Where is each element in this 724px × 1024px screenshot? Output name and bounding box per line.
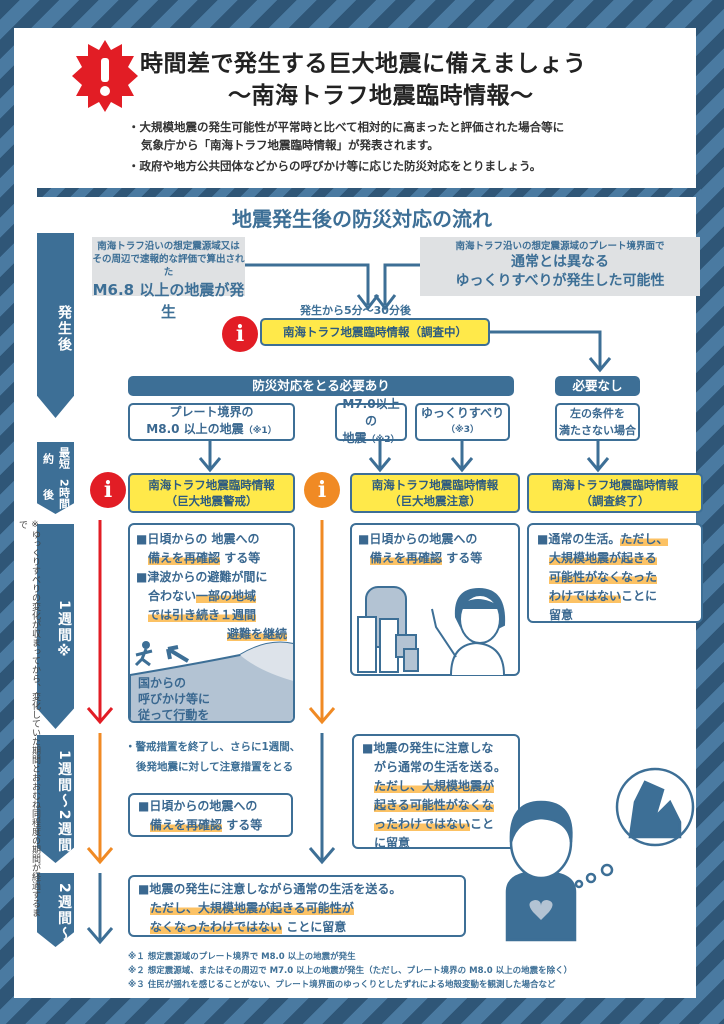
no-need-bar: 必要なし bbox=[555, 376, 640, 396]
arrow-caution-week1 bbox=[308, 520, 336, 725]
week3-box: ■地震の発生に注意しながら通常の生活を送る。ただし、大規模地震が起きる可能性が … bbox=[128, 875, 466, 937]
timeline-2-weeks-plus: 2週間～ bbox=[37, 873, 74, 947]
follow-instructions-note: 国からの呼びかけ等に従って行動を bbox=[138, 676, 211, 722]
week1-warning-box: ■日頃からの 地震への 備えを再確認 する等 ■津波からの避難が間に 合わない一… bbox=[128, 523, 295, 723]
intro-bullet-1a: ・大規模地震の発生可能性が平常時と比べて相対的に高まったと評価された場合等に bbox=[128, 120, 565, 134]
intro-bullet-1b: 気象庁から「南海トラフ地震臨時情報」が発表されます。 bbox=[141, 138, 439, 152]
title-line1: 時間差で発生する巨大地震に備えましょう bbox=[140, 51, 587, 77]
timing-label: 発生から5分～30分後 bbox=[300, 304, 411, 317]
section-title: 地震発生後の防災対応の流れ bbox=[232, 207, 492, 231]
arrow-cond1 bbox=[198, 440, 222, 473]
info-icon-red: i bbox=[222, 316, 258, 352]
condition-slow-slip: ゆっくりすべり（※3） bbox=[415, 403, 510, 441]
arrow-caution-week2 bbox=[308, 733, 336, 865]
footnote-3: ※３ 住民が揺れを感じることがない、プレート境界面のゆっくりとしたずれによる地殻… bbox=[128, 980, 556, 990]
arrow-warning-week1 bbox=[86, 520, 114, 725]
timeline-1-week: 1週間※ bbox=[37, 524, 74, 729]
emergency-supplies-person-illustration bbox=[357, 586, 506, 675]
arrow-right-trigger bbox=[373, 263, 420, 311]
info-icon-orange: i bbox=[304, 472, 340, 508]
week2-caution-box: ■地震の発生に注意しながら通常の生活を送る。 ただし、大規模地震が 起きる可能性… bbox=[352, 734, 520, 850]
footnote-2: ※２ 想定震源域、またはその周辺で M7.0 以上の地震が発生（ただし、プレート… bbox=[128, 966, 573, 976]
tsunami-evacuation-illustration bbox=[130, 641, 293, 721]
trigger-slow-slip-box: 南海トラフ沿いの想定震源域のプレート境界面で通常とは異なるゆっくりすべりが発生し… bbox=[420, 237, 700, 296]
alert-burst-icon bbox=[72, 40, 138, 112]
timeline-after-quake: 発生後 bbox=[37, 233, 74, 418]
arrow-cond3 bbox=[450, 440, 474, 473]
title-line2: ～南海トラフ地震臨時情報～ bbox=[228, 83, 534, 109]
arrow-cond4 bbox=[586, 440, 610, 473]
divider-stripe bbox=[37, 188, 701, 197]
condition-m70: M7.0以上の地震（※2） bbox=[335, 397, 407, 445]
footnote-1: ※１ 想定震源域のプレート境界で M8.0 以上の地震が発生 bbox=[128, 952, 356, 962]
condition-none: 左の条件を満たさない場合 bbox=[555, 403, 640, 441]
info-warning-box: 南海トラフ地震臨時情報（巨大地震警戒） bbox=[128, 473, 295, 513]
arrow-left-trigger bbox=[245, 263, 380, 311]
info-investigating-box: 南海トラフ地震臨時情報（調査中） bbox=[260, 318, 490, 346]
week1-caution-box: ■日頃からの地震への 備えを再確認 する等 bbox=[350, 523, 520, 676]
need-action-bar: 防災対応をとる必要あり bbox=[128, 376, 514, 396]
arrow-cond2 bbox=[368, 440, 392, 473]
side-note: ※ゆっくりすべりの変化が収まってから、変化していた期間とおおむね同程度の期間が経… bbox=[17, 520, 40, 917]
arrow-warning-week2 bbox=[86, 733, 114, 865]
week1-ended-box: ■通常の生活。ただし、 大規模地震が起きる 可能性がなくなった わけではないこと… bbox=[527, 523, 703, 623]
week2-warning-note: ・警戒措置を終了し、さらに1週間、後発地震に対して注意措置をとる bbox=[125, 741, 301, 773]
timeline-1-2-weeks: 1週間～2週間 bbox=[37, 735, 74, 863]
arrow-no-need bbox=[490, 330, 612, 373]
info-caution-box: 南海トラフ地震臨時情報（巨大地震注意） bbox=[350, 473, 520, 513]
footnotes: ※１ 想定震源域のプレート境界で M8.0 以上の地震が発生 ※２ 想定震源域、… bbox=[128, 950, 572, 992]
intro-bullet-2: ・政府や地方公共団体などからの呼びかけ等に応じた防災対応をとりましょう。 bbox=[128, 159, 542, 173]
arrow-week3 bbox=[86, 873, 114, 945]
thinking-person-illustration bbox=[505, 767, 695, 942]
week2-warning-box: ■日頃からの地震への備えを再確認 する等 bbox=[128, 793, 293, 837]
info-icon-red: i bbox=[90, 472, 126, 508]
info-ended-box: 南海トラフ地震臨時情報（調査終了） bbox=[527, 473, 703, 513]
